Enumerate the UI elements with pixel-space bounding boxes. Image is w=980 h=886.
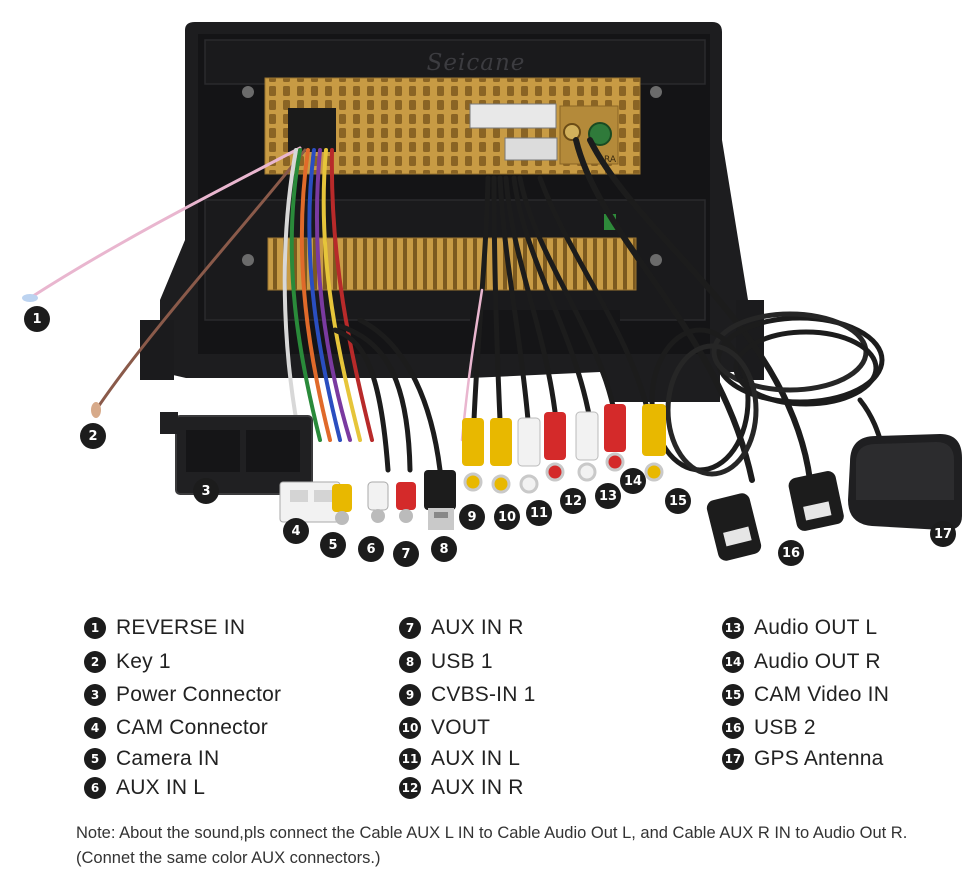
callout-2: 2	[80, 423, 106, 449]
legend-item: 13 Audio OUT L	[722, 614, 877, 642]
legend-label: Audio OUT R	[754, 650, 881, 673]
legend-label: CAM Connector	[116, 716, 268, 739]
legend-number: 7	[399, 617, 421, 639]
callout-3: 3	[193, 478, 219, 504]
legend-item: 8 USB 1	[399, 648, 493, 676]
legend-item: 14 Audio OUT R	[722, 648, 881, 676]
usb1-plug	[424, 470, 456, 530]
legend-number: 5	[84, 748, 106, 770]
callout-9: 9	[459, 504, 485, 530]
callout-12: 12	[560, 488, 586, 514]
legend-item: 10 VOUT	[399, 714, 490, 742]
legend-item: 17 GPS Antenna	[722, 745, 883, 773]
legend-label: VOUT	[431, 716, 491, 739]
legend-label: Key 1	[116, 650, 171, 673]
legend-item: 16 USB 2	[722, 714, 816, 742]
callout-1: 1	[24, 306, 50, 332]
usb2-sockets	[706, 471, 844, 561]
legend-label: Audio OUT L	[754, 616, 878, 639]
legend-label: USB 1	[431, 650, 493, 673]
legend-label: AUX IN L	[116, 776, 206, 799]
legend-number: 8	[399, 651, 421, 673]
key1-plug	[91, 402, 101, 418]
legend-number: 14	[722, 651, 744, 673]
legend-label: CAM Video IN	[754, 683, 890, 706]
brand-logo: Seicane	[427, 50, 526, 76]
callout-10: 10	[494, 504, 520, 530]
legend-label: REVERSE IN	[116, 616, 246, 639]
legend-label: CVBS-IN 1	[431, 683, 536, 706]
cam-connector	[279, 481, 341, 523]
legend-number: 13	[722, 617, 744, 639]
callout-11: 11	[526, 500, 552, 526]
legend-label: AUX IN L	[431, 747, 521, 770]
legend-item: 7 AUX IN R	[399, 614, 524, 642]
callout-17: 17	[930, 521, 956, 547]
legend-number: 11	[399, 748, 421, 770]
legend-label: USB 2	[754, 716, 816, 739]
legend-number: 10	[399, 717, 421, 739]
callout-13: 13	[595, 483, 621, 509]
legend-item: 2 Key 1	[84, 648, 171, 676]
wire-bundle	[28, 137, 887, 483]
legend-item: 6 AUX IN L	[84, 774, 205, 802]
legend-number: 4	[84, 717, 106, 739]
legend-number: 6	[84, 777, 106, 799]
callout-6: 6	[358, 536, 384, 562]
gps-antenna	[848, 434, 962, 531]
legend-number: 2	[84, 651, 106, 673]
legend-number: 1	[84, 617, 106, 639]
callout-4: 4	[283, 518, 309, 544]
callout-16: 16	[778, 540, 804, 566]
legend-item: 9 CVBS-IN 1	[399, 681, 536, 709]
legend-number: 16	[722, 717, 744, 739]
port-label-ra: RA	[604, 155, 617, 165]
wiring-note: Note: About the sound,pls connect the Ca…	[76, 824, 908, 867]
callout-15: 15	[665, 488, 691, 514]
legend-item: 15 CAM Video IN	[722, 681, 889, 709]
legend-number: 17	[722, 748, 744, 770]
power-connector	[160, 412, 313, 495]
legend-item: 12 AUX IN R	[399, 774, 524, 802]
callout-7: 7	[393, 541, 419, 567]
callout-8: 8	[431, 536, 457, 562]
legend-label: AUX IN R	[431, 616, 524, 639]
legend-label: Power Connector	[116, 683, 282, 706]
legend-number: 15	[722, 684, 744, 706]
callout-5: 5	[320, 532, 346, 558]
legend-number: 12	[399, 777, 421, 799]
legend-item: 3 Power Connector	[84, 681, 281, 709]
wiring-diagram: Seicane RA	[22, 22, 962, 561]
rca-connectors	[332, 404, 666, 525]
reverse-in-plug	[22, 294, 38, 302]
legend-label: Camera IN	[116, 747, 220, 770]
legend-item: 5 Camera IN	[84, 745, 219, 773]
legend-label: GPS Antenna	[754, 747, 884, 770]
rear-panel-plate	[264, 77, 641, 291]
legend-item: 1 REVERSE IN	[84, 614, 245, 642]
legend-item: 4 CAM Connector	[84, 714, 268, 742]
legend-number: 3	[84, 684, 106, 706]
legend-number: 9	[399, 684, 421, 706]
legend-item: 11 AUX IN L	[399, 745, 520, 773]
legend-label: AUX IN R	[431, 776, 524, 799]
callout-14: 14	[620, 468, 646, 494]
